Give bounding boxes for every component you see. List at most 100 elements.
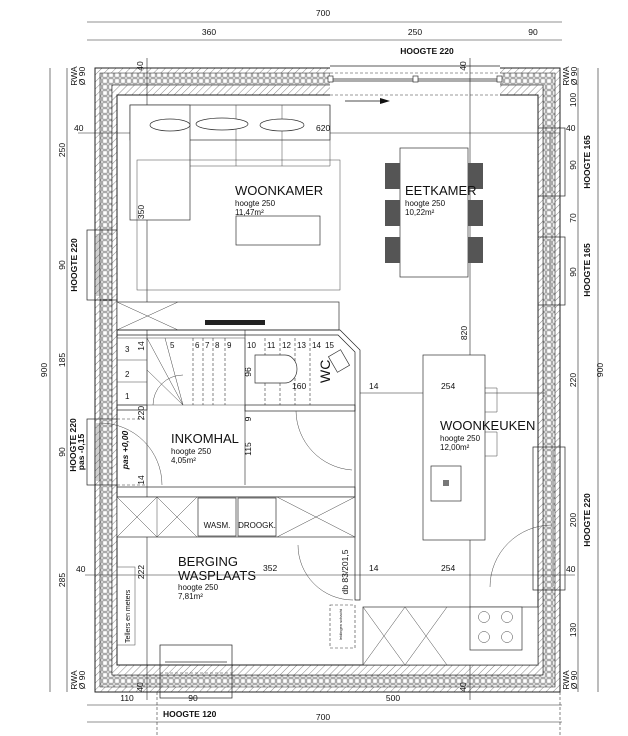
dim-label: 254 bbox=[441, 563, 455, 573]
wc-sink bbox=[327, 349, 351, 373]
kitchen-counter bbox=[362, 606, 539, 666]
dim-label: 40 bbox=[135, 61, 145, 71]
stair-step-number: 3 bbox=[125, 345, 130, 354]
rwa-label: RWA bbox=[69, 670, 79, 690]
entrance-door bbox=[86, 418, 163, 486]
dim-label: 254 bbox=[441, 381, 455, 391]
dim-label: 220 bbox=[568, 373, 578, 387]
dim-label: 350 bbox=[136, 205, 146, 219]
sofa bbox=[129, 104, 331, 221]
washing-machine bbox=[197, 497, 237, 537]
dim-label: 185 bbox=[57, 353, 67, 367]
dim-label: 250 bbox=[57, 143, 67, 157]
stair-step-number: 1 bbox=[125, 392, 130, 401]
dim-label: HOOGTE 220 bbox=[582, 493, 592, 547]
right-window-1 bbox=[537, 127, 566, 197]
dim-label: 222 bbox=[136, 565, 146, 579]
room-inkomhal: INKOMHAL hoogte 250 4,05m² bbox=[171, 431, 239, 465]
dim-label: 360 bbox=[202, 27, 216, 37]
dim-label: 40 bbox=[76, 564, 86, 574]
meter-cabinet bbox=[116, 566, 136, 646]
kitchen-island bbox=[422, 354, 498, 541]
wc-room: WC bbox=[254, 349, 351, 384]
stair-step-number: 13 bbox=[297, 341, 306, 350]
dim-label: 100 bbox=[568, 93, 578, 107]
toilet bbox=[254, 354, 298, 384]
utility-shaft bbox=[329, 604, 356, 649]
rwa-diameter: Ø 90 bbox=[569, 671, 579, 690]
wc-label: WC bbox=[317, 360, 333, 383]
dim-label: 900 bbox=[39, 363, 49, 377]
laundry-cabinets: WASM. DROOGK. bbox=[116, 496, 356, 538]
dryer bbox=[237, 497, 277, 537]
dim-label: 90 bbox=[57, 260, 67, 270]
room-area: 11,47m² bbox=[235, 208, 264, 217]
room-name: WOONKEUKEN bbox=[440, 418, 535, 433]
dim-label: pas +0,00 bbox=[120, 430, 130, 470]
staircase: 1 2 3 5 6 7 8 9 10 11 12 13 14 15 bbox=[116, 337, 334, 406]
stair-step-number: 14 bbox=[312, 341, 321, 350]
room-woonkamer: WOONKAMER hoogte 250 11,47m² bbox=[235, 183, 323, 217]
rwa-diameter: Ø 90 bbox=[569, 67, 579, 86]
dim-label: 40 bbox=[566, 123, 576, 133]
dim-label: 70 bbox=[568, 213, 578, 223]
dim-label: 220 bbox=[136, 406, 146, 420]
rwa-label: RWA bbox=[561, 66, 571, 86]
dim-label: 40 bbox=[135, 682, 145, 692]
dim-label: 700 bbox=[316, 8, 330, 18]
stair-step-number: 8 bbox=[215, 341, 220, 350]
dimension-labels: 700 360 250 90 HOOGTE 220 110 90 500 HOO… bbox=[39, 8, 605, 722]
dim-label: HOOGTE 220 bbox=[68, 418, 78, 472]
room-height: hoogte 250 bbox=[235, 199, 276, 208]
room-height: hoogte 250 bbox=[171, 447, 212, 456]
dim-label: 14 bbox=[369, 563, 379, 573]
hall-door-swing bbox=[295, 410, 353, 471]
bottom-window bbox=[159, 644, 233, 699]
room-name: WOONKAMER bbox=[235, 183, 323, 198]
left-window bbox=[86, 229, 118, 301]
shaft-label: leidingen schacht bbox=[338, 608, 343, 640]
stair-step-number: 5 bbox=[170, 341, 175, 350]
washer-label: WASM. bbox=[204, 521, 231, 530]
dim-label: HOOGTE 165 bbox=[582, 243, 592, 297]
dim-label: 14 bbox=[369, 381, 379, 391]
dim-label: HOOGTE 120 bbox=[163, 709, 217, 719]
rwa-label: RWA bbox=[561, 670, 571, 690]
dim-label: db 83/201,5 bbox=[340, 549, 350, 594]
arrow-head-icon bbox=[380, 98, 390, 104]
room-woonkeuken: WOONKEUKEN hoogte 250 12,00m² bbox=[440, 418, 535, 452]
dim-label: 620 bbox=[316, 123, 330, 133]
dim-label: 14 bbox=[136, 341, 146, 351]
room-name: BERGING bbox=[178, 554, 238, 569]
dim-label: 90 bbox=[57, 447, 67, 457]
stair-step-number: 9 bbox=[227, 341, 232, 350]
room-berging: BERGING WASPLAATS hoogte 250 7,81m² bbox=[178, 554, 256, 601]
dim-label: 40 bbox=[74, 123, 84, 133]
dim-label: 110 bbox=[120, 693, 134, 703]
room-area: 4,05m² bbox=[171, 456, 196, 465]
dim-label: 90 bbox=[568, 267, 578, 277]
dim-label: 250 bbox=[408, 27, 422, 37]
dim-label: 130 bbox=[568, 623, 578, 637]
stair-step-number: 11 bbox=[267, 341, 276, 350]
dim-label: 90 bbox=[528, 27, 538, 37]
coffee-table bbox=[235, 215, 321, 246]
dining-table bbox=[385, 147, 483, 278]
stair-step-number: 10 bbox=[247, 341, 256, 350]
dim-label: 900 bbox=[595, 363, 605, 377]
stair-step-number: 7 bbox=[205, 341, 210, 350]
rwa-diameter: Ø 90 bbox=[77, 671, 87, 690]
dim-label: 700 bbox=[316, 712, 330, 722]
room-area: 12,00m² bbox=[440, 443, 470, 452]
room-area: 10,22m² bbox=[405, 208, 435, 217]
room-area: 7,81m² bbox=[178, 592, 203, 601]
berging-door-swing bbox=[297, 544, 354, 601]
stair-step-number: 2 bbox=[125, 370, 130, 379]
dim-label: 115 bbox=[243, 442, 253, 456]
dim-label: 9 bbox=[243, 416, 253, 421]
dim-label: 40 bbox=[458, 61, 468, 71]
right-window-2 bbox=[537, 236, 566, 306]
rwa-labels: RWA Ø 90 RWA Ø 90 RWA Ø 90 RWA Ø 90 bbox=[69, 66, 579, 690]
dim-label: 500 bbox=[386, 693, 400, 703]
rwa-diameter: Ø 90 bbox=[77, 67, 87, 86]
